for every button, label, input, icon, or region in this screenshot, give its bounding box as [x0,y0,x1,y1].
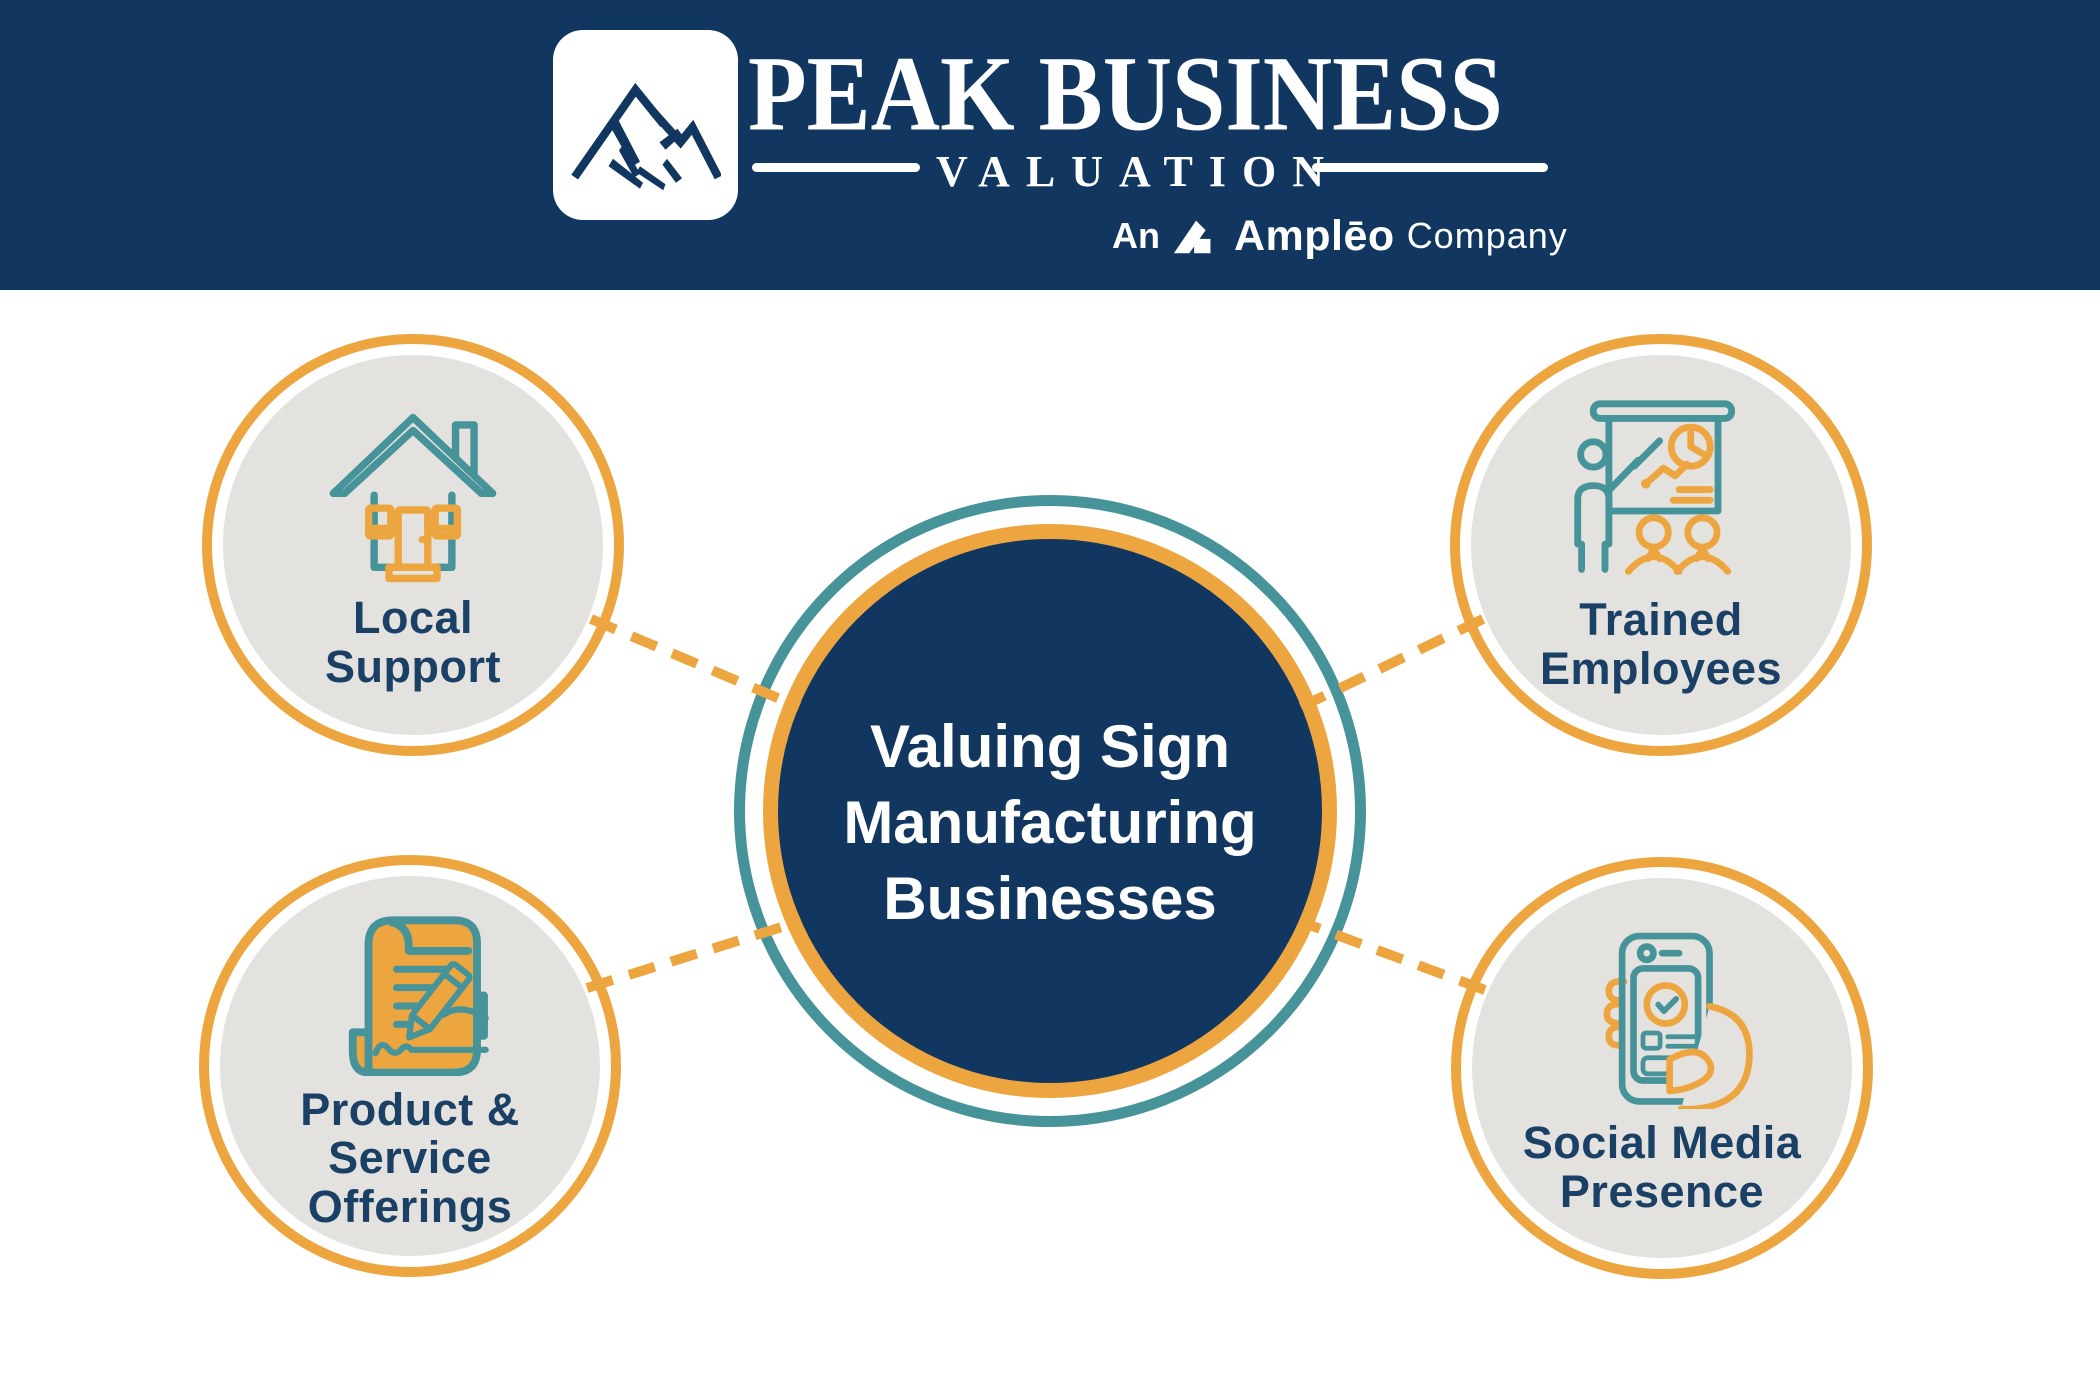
phone-in-hand-icon [1603,933,1753,1110]
brand-subtitle: VALUATION [936,147,1340,196]
node-trained-employees: Trained Employees [1450,334,1872,756]
node-product-service-offerings: Product & Service Offerings [199,855,621,1277]
ampleo-mark-icon [1173,220,1211,254]
header-banner: PEAK BUSINESS VALUATION An Amplēo Compan… [0,0,2100,290]
brand-title: PEAK BUSINESS [748,33,1503,154]
mountain-logo-icon [570,82,721,191]
node-trained-employees-circle: Trained Employees [1471,355,1851,735]
node-label-trained-employees: Trained Employees [1539,594,1783,694]
center-title: Valuing Sign Manufacturing Businesses [843,712,1257,933]
signed-contract-icon [348,915,489,1076]
tagline-brand: Amplēo [1234,211,1395,260]
valuation-right-rule [1312,163,1548,172]
center-hub-ring: Valuing Sign Manufacturing Businesses [734,495,1366,1127]
center-hub: Valuing Sign Manufacturing Businesses [763,524,1337,1098]
node-label-product-service-offerings: Product & Service Offerings [300,1083,520,1232]
node-product-service-offerings-circle: Product & Service Offerings [220,876,600,1256]
node-social-media-presence: Social Media Presence [1451,857,1873,1279]
node-local-support-circle: Local Support [223,355,603,735]
presentation-training-icon [1573,400,1735,576]
ampleo-tagline: An Amplēo Company [1112,211,1568,260]
peak-logo-badge [553,30,738,220]
tagline-suffix: Company [1406,215,1568,256]
node-label-local-support: Local Support [325,591,501,692]
tagline-prefix: An [1112,215,1160,256]
valuation-left-rule [752,163,920,172]
node-social-media-presence-circle: Social Media Presence [1472,878,1852,1258]
node-local-support: Local Support [202,334,624,756]
node-label-social-media-presence: Social Media Presence [1522,1117,1802,1217]
house-icon [329,413,497,583]
